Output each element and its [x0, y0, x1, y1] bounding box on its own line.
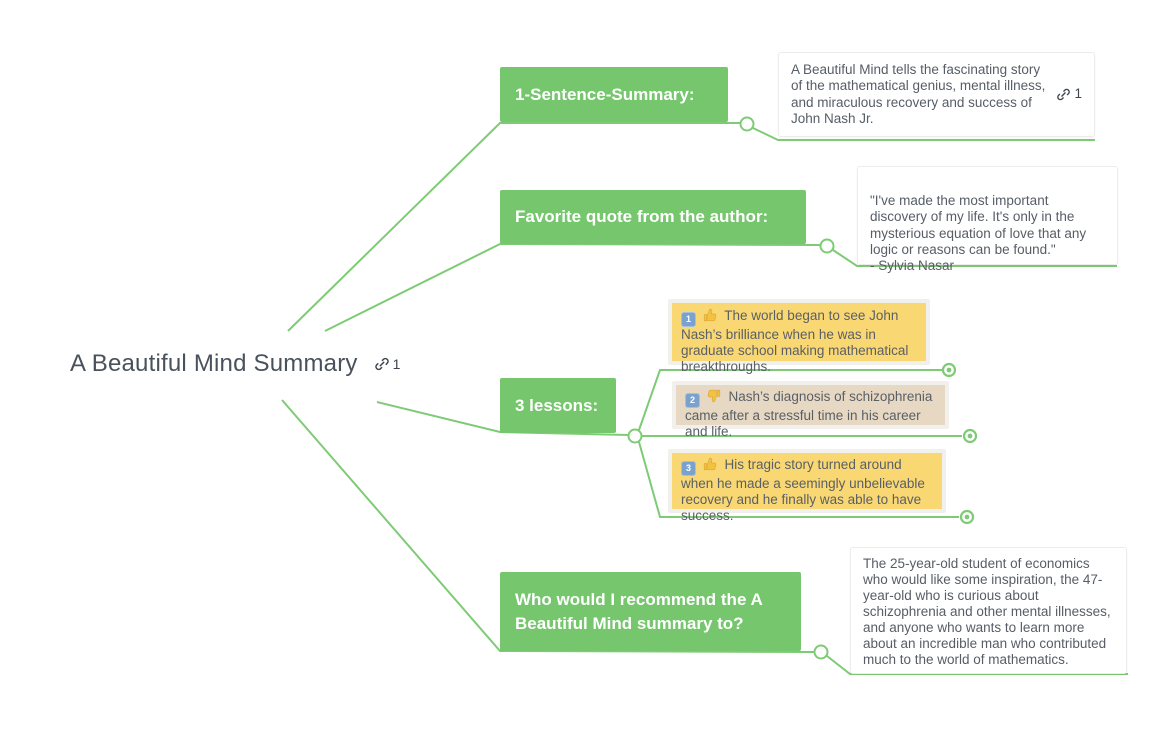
- note-link-count: 1: [1074, 86, 1082, 102]
- lesson-item-3[interactable]: 3 His tragic story turned around when he…: [668, 449, 946, 523]
- branch-line-one-sentence-summary: [287, 122, 740, 332]
- lesson-text: Nash’s diagnosis of schizophrenia came a…: [685, 389, 933, 439]
- link-icon: [1057, 88, 1071, 101]
- keycap-1-icon: 1: [681, 311, 696, 327]
- note-favorite-quote[interactable]: "I've made the most important discovery …: [857, 166, 1118, 273]
- note-one-sentence-summary[interactable]: A Beautiful Mind tells the fascinating s…: [778, 52, 1095, 137]
- root-node-title: A Beautiful Mind Summary: [70, 350, 358, 377]
- branch-line-favorite-quote: [324, 242, 821, 332]
- branch-line-recommend: [281, 399, 815, 653]
- note-recommend[interactable]: The 25-year-old student of economics who…: [850, 547, 1127, 674]
- note-underline-one-sentence-summary: [752, 127, 1095, 141]
- link-icon: [374, 357, 389, 371]
- branch-label: 3 lessons:: [515, 395, 599, 415]
- lesson-end-marker-1[interactable]: [941, 362, 957, 378]
- note-link-badge[interactable]: 1: [1056, 86, 1082, 103]
- collapse-handle-recommend[interactable]: [813, 644, 829, 660]
- thumbs-up-icon: [703, 457, 717, 471]
- branch-node-favorite-quote[interactable]: Favorite quote from the author:: [500, 190, 806, 244]
- collapse-handle-lessons[interactable]: [627, 428, 643, 444]
- lesson-end-marker-3[interactable]: [959, 509, 975, 525]
- root-link-count: 1: [392, 356, 401, 372]
- branch-node-one-sentence-summary[interactable]: 1-Sentence-Summary:: [500, 67, 728, 122]
- note-underline-recommend: [826, 655, 1128, 675]
- thumbs-down-icon: [707, 389, 720, 403]
- note-text: The 25-year-old student of economics who…: [863, 556, 1111, 667]
- lesson-line-1: [638, 369, 942, 431]
- note-text: A Beautiful Mind tells the fascinating s…: [791, 61, 1046, 127]
- root-link-badge[interactable]: 1: [374, 356, 401, 372]
- keycap-2-icon: 2: [685, 392, 700, 408]
- branch-label: 1-Sentence-Summary:: [515, 84, 695, 104]
- lesson-end-marker-2[interactable]: [962, 428, 978, 444]
- note-text: "I've made the most important discovery …: [870, 193, 1087, 274]
- lesson-text: His tragic story turned around when he m…: [681, 457, 925, 523]
- lesson-item-2[interactable]: 2 Nash’s diagnosis of schizophrenia came…: [672, 381, 949, 439]
- branch-label: Favorite quote from the author:: [515, 207, 769, 226]
- collapse-handle-favorite-quote[interactable]: [819, 238, 835, 254]
- lesson-item-1[interactable]: 1 The world began to see John Nash’s bri…: [668, 299, 930, 374]
- branch-label: Who would I recommend the A Beautiful Mi…: [515, 589, 763, 633]
- branch-node-recommend[interactable]: Who would I recommend the A Beautiful Mi…: [500, 572, 801, 651]
- lesson-text: The world began to see John Nash’s brill…: [681, 308, 909, 374]
- root-node[interactable]: A Beautiful Mind Summary 1: [70, 350, 400, 378]
- collapse-handle-one-sentence-summary[interactable]: [739, 116, 755, 132]
- branch-node-lessons[interactable]: 3 lessons:: [500, 378, 616, 433]
- keycap-3-icon: 3: [681, 460, 696, 476]
- lesson-line-3: [638, 441, 959, 518]
- note-underline-favorite-quote: [832, 249, 1117, 267]
- thumbs-up-icon: [703, 308, 717, 322]
